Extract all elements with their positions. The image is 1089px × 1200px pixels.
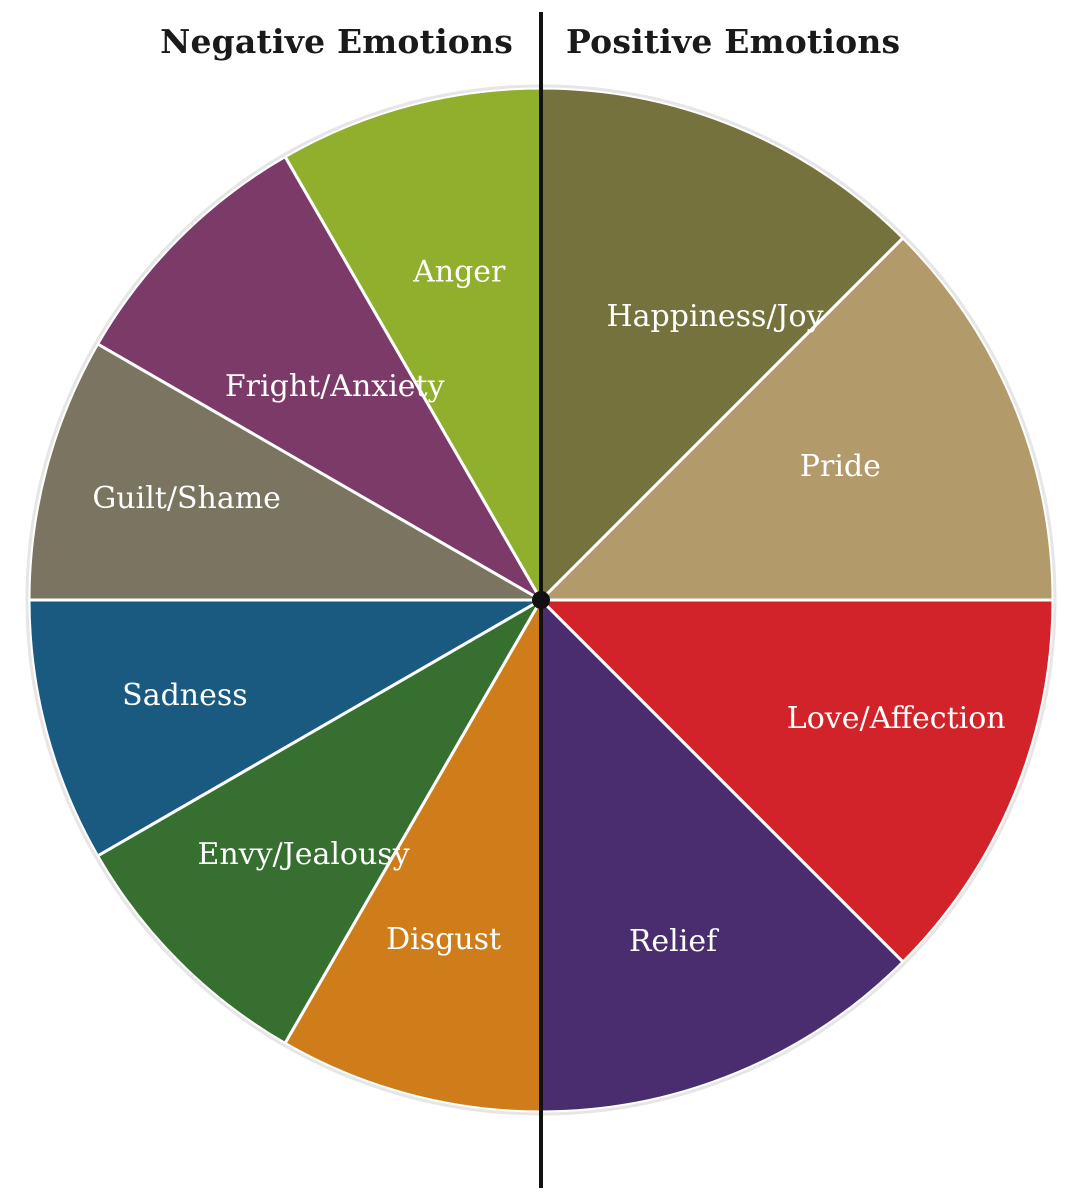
wedge-label-love-affection: Love/Affection [787,701,1006,736]
wedge-label-pride: Pride [800,449,881,484]
wedge-label-guilt-shame: Guilt/Shame [92,481,281,516]
negative-emotions-heading: Negative Emotions [160,22,513,61]
wedge-disgust [282,594,543,1114]
wedge-label-anger: Anger [412,255,506,290]
wedge-happiness-joy [539,86,906,604]
wedge-love-affection [537,598,1055,965]
wedge-sadness [27,598,547,859]
wedge-fright-anxiety [95,154,546,605]
wedge-label-disgust: Disgust [386,922,501,957]
wedge-anger [282,86,543,606]
wedge-relief [539,596,906,1114]
positive-emotions-heading: Positive Emotions [566,22,901,61]
wedge-guilt-shame [27,341,547,602]
wedge-label-sadness: Sadness [122,678,248,713]
wheel-wedges [25,84,1057,1116]
wedge-envy-jealousy [95,595,546,1046]
wedge-label-envy-jealousy: Envy/Jealousy [197,837,409,872]
wedge-label-fright-anxiety: Fright/Anxiety [225,369,445,404]
wedge-pride [537,235,1055,602]
wedge-label-happiness-joy: Happiness/Joy [607,299,824,334]
wedge-label-relief: Relief [629,924,719,959]
center-dot [532,591,550,609]
